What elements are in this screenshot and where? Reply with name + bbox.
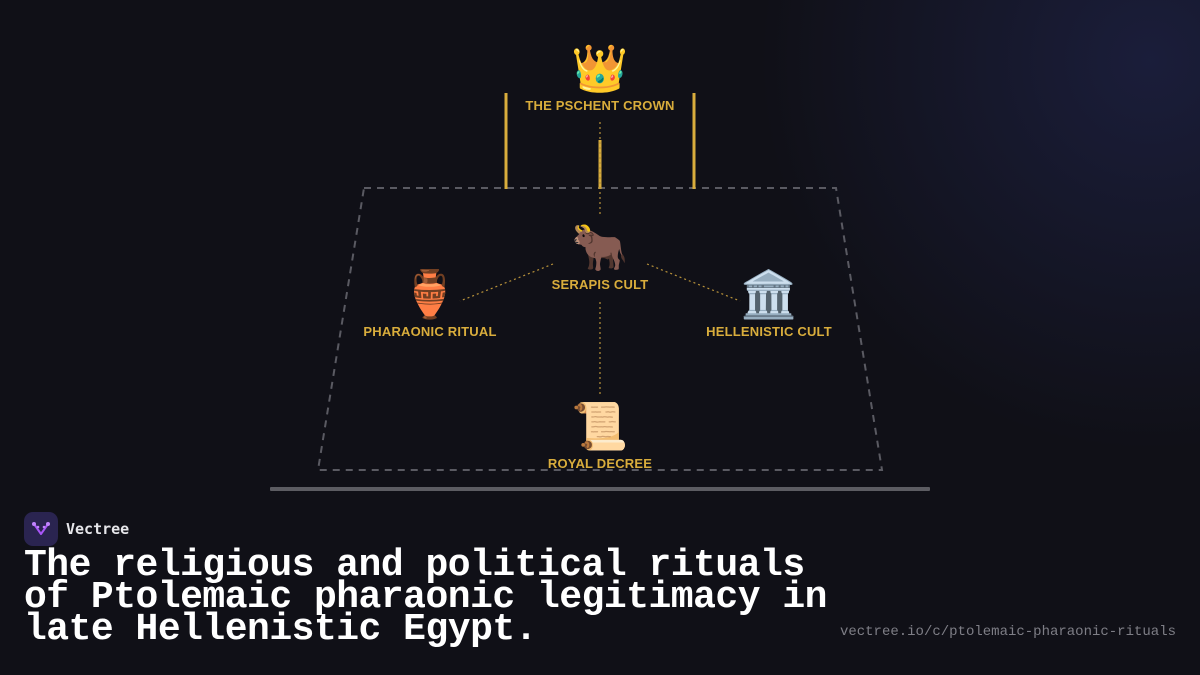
platform-frame: [316, 187, 884, 471]
node-label: PHARAONIC RITUAL: [363, 324, 497, 339]
node-hellenistic-cult[interactable]: 🏛️ HELLENISTIC CULT: [706, 268, 832, 339]
brand-name: Vectree: [66, 520, 130, 538]
node-label: THE PSCHENT CROWN: [525, 98, 675, 113]
classical-building-icon: 🏛️: [740, 268, 798, 320]
base-bar: [270, 487, 930, 491]
crown-icon: 👑: [571, 42, 629, 94]
amphora-icon: 🏺: [401, 268, 459, 320]
edge-serapis-hellenistic: [646, 263, 741, 302]
node-label: ROYAL DECREE: [547, 456, 653, 471]
vectree-logo-icon: [24, 512, 58, 546]
brand[interactable]: Vectree: [24, 512, 129, 546]
node-pharaonic-ritual[interactable]: 🏺 PHARAONIC RITUAL: [363, 268, 496, 339]
node-royal-decree[interactable]: 📜 ROYAL DECREE: [548, 400, 652, 471]
edge-serapis-pharaonic: [459, 263, 554, 302]
page-url[interactable]: vectree.io/c/ptolemaic-pharaonic-rituals: [839, 624, 1176, 640]
scroll-icon: 📜: [571, 400, 629, 452]
page-title: The religious and political rituals of P…: [24, 544, 827, 651]
node-serapis[interactable]: 🐂 SERAPIS CULT: [552, 221, 649, 292]
node-label: HELLENISTIC CULT: [706, 324, 832, 339]
ox-icon: 🐂: [571, 221, 629, 273]
node-label: SERAPIS CULT: [551, 277, 649, 292]
node-crown[interactable]: 👑 THE PSCHENT CROWN: [525, 42, 674, 113]
